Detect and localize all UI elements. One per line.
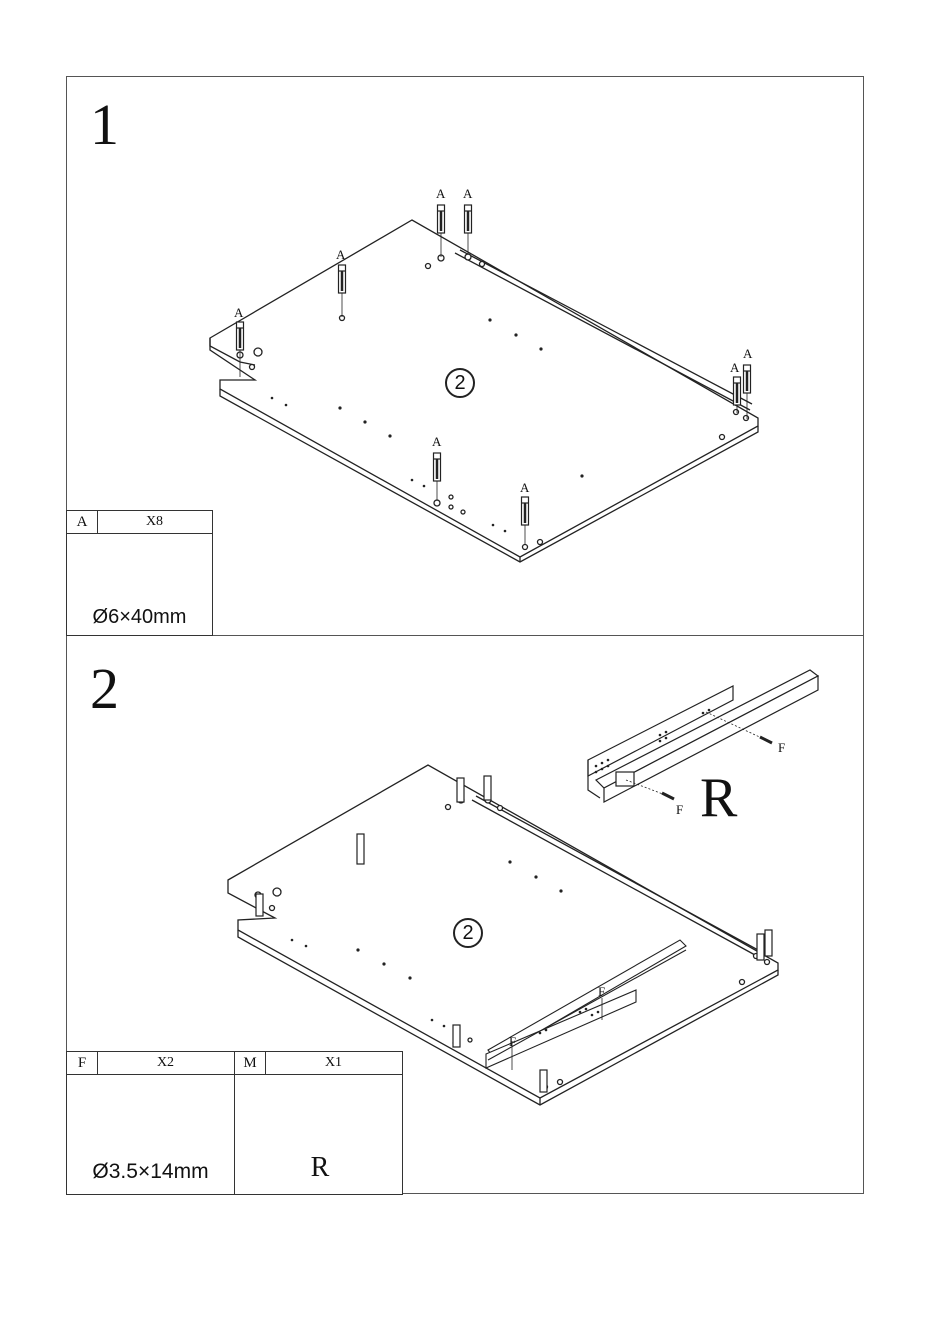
part-size: Ø3.5×14mm [67, 1160, 234, 1184]
dowel-label: A [234, 305, 243, 321]
screw-label: F [598, 984, 605, 1000]
dowel-label: A [432, 434, 441, 450]
parts-box-M: M X1 R [234, 1051, 403, 1195]
parts-header: A X8 [67, 511, 212, 534]
step1-panel [210, 220, 758, 562]
part-quantity: X2 [97, 1052, 234, 1074]
dowel-label: A [730, 360, 739, 376]
part-quantity: X1 [265, 1052, 402, 1074]
step-number-2: 2 [90, 660, 119, 718]
screw-label: F [676, 802, 683, 818]
step-number-1: 1 [90, 96, 119, 154]
rail-side-label: R [700, 770, 737, 826]
dowel-label: A [436, 186, 445, 202]
screw-label: F [778, 740, 785, 756]
panel-label-step2: 2 [453, 918, 483, 948]
part-code: M [235, 1052, 266, 1074]
dowel-label: A [463, 186, 472, 202]
parts-box-F: F X2 Ø3.5×14mm [66, 1051, 235, 1195]
parts-box-A: A X8 Ø6×40mm [66, 510, 213, 636]
dowel-label: A [520, 480, 529, 496]
part-code: F [67, 1052, 98, 1074]
panel-label-step1: 2 [445, 368, 475, 398]
dowel-label: A [743, 346, 752, 362]
dowel-label: A [336, 247, 345, 263]
part-size: Ø6×40mm [67, 606, 212, 629]
screw-label: F [509, 1034, 516, 1050]
part-code: A [67, 511, 98, 533]
part-size: R [275, 1152, 365, 1184]
part-quantity: X8 [97, 511, 212, 533]
parts-header: M X1 [235, 1052, 402, 1075]
parts-header: F X2 [67, 1052, 234, 1075]
